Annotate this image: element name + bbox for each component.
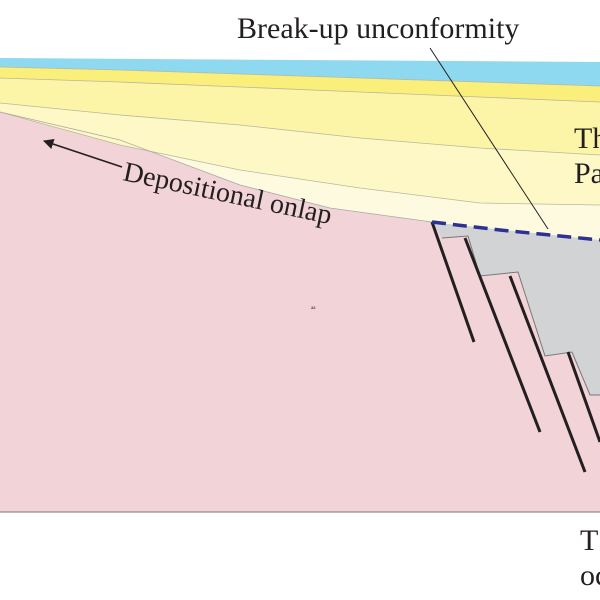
right-top-label-line-1: Th [574, 122, 600, 155]
fault-line [566, 351, 600, 443]
breakup-unconformity-line [431, 220, 600, 242]
sediment-layer-pale-yellow [0, 78, 600, 155]
fault-line [463, 237, 542, 433]
layer-boundary-line [0, 77, 600, 103]
breakup-leader-line [429, 47, 549, 230]
onlap-arrow [43, 139, 123, 168]
right-bottom-label-line-1: T [580, 524, 598, 557]
sediment-layer-yellow [0, 67, 600, 102]
rift-basin-fill [432, 222, 600, 395]
fault-line [508, 275, 587, 473]
basement-layer [0, 112, 600, 512]
layer-boundary-line [0, 102, 600, 156]
breakup-unconformity-label: Break-up unconformity [237, 12, 519, 45]
rift-block-outline [441, 235, 600, 396]
fault-line [430, 221, 476, 343]
sediment-layer-cream [0, 112, 600, 240]
basement-top-line [0, 111, 433, 223]
layer-boundary-line [0, 111, 600, 206]
tiny-mark-label: aa [311, 306, 316, 311]
layer-boundary-line [0, 66, 600, 87]
sediment-layer-light-yellow [0, 103, 600, 205]
right-top-label-line-2: Pa [574, 157, 600, 190]
right-bottom-label-line-2: oc [580, 559, 600, 592]
